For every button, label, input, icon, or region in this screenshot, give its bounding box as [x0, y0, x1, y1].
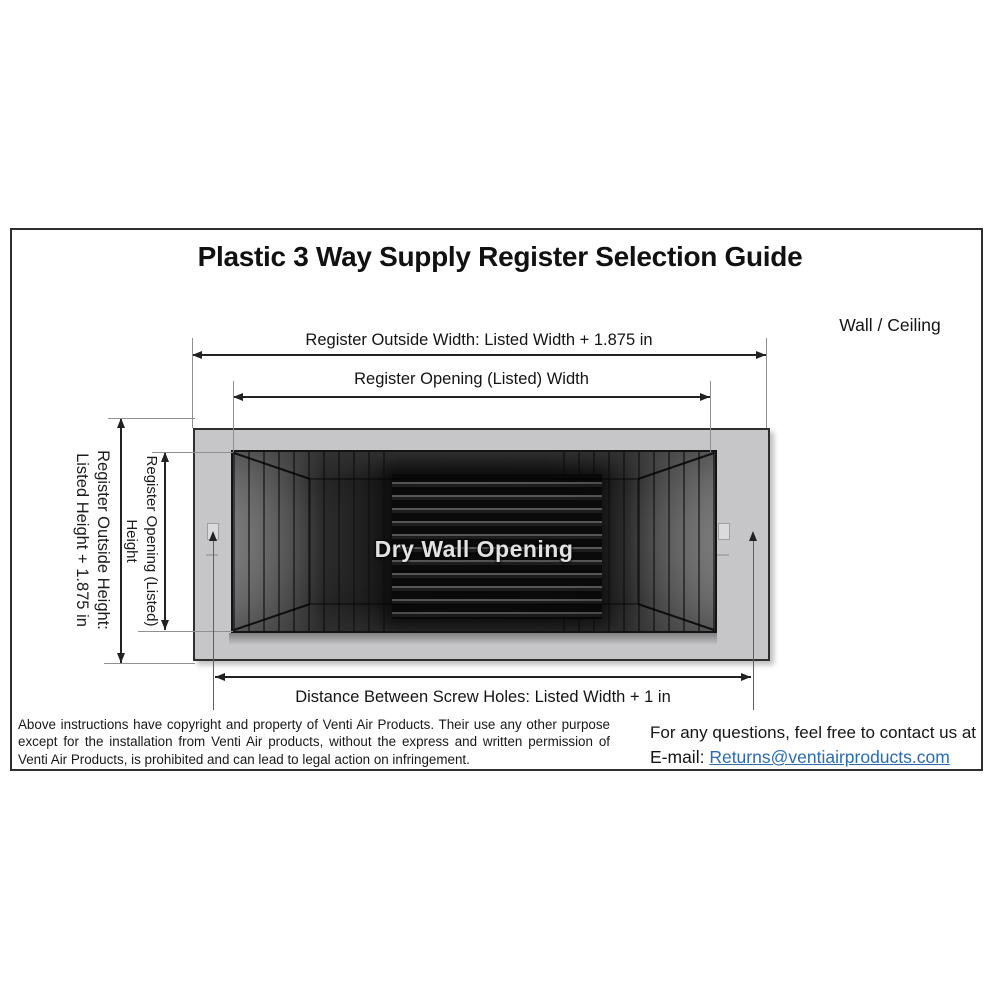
- extension-line: [766, 338, 767, 428]
- arrow-left-icon: [215, 673, 225, 681]
- opening-height-dim-line: [164, 452, 166, 630]
- extension-line: [233, 381, 234, 452]
- copyright-text: Above instructions have copyright and pr…: [18, 716, 610, 768]
- duct-left-wall: [233, 452, 398, 631]
- arrow-right-icon: [700, 393, 710, 401]
- outside-width-label: Register Outside Width: Listed Width + 1…: [305, 331, 653, 349]
- copyright-line: except for the installation from Venti A…: [18, 734, 610, 750]
- outside-height-label: Register Outside Height: Listed Height +…: [73, 450, 112, 630]
- extension-line: [138, 631, 233, 632]
- opening-width-dim-line: [233, 396, 710, 398]
- copyright-line: Venti Air Products, is prohibited and ca…: [18, 751, 470, 767]
- contact-email-row: E-mail: Returns@ventiairproducts.com: [650, 747, 985, 768]
- screw-slot-right: [718, 523, 730, 540]
- outside-width-dim-line: [192, 354, 766, 356]
- email-link[interactable]: Returns@ventiairproducts.com: [709, 747, 950, 767]
- screw-holes-label: Distance Between Screw Holes: Listed Wid…: [295, 688, 671, 706]
- screw-dash-left: [206, 554, 218, 556]
- arrow-up-icon: [161, 452, 169, 462]
- arrow-up-icon: [209, 531, 217, 541]
- arrow-right-icon: [741, 673, 751, 681]
- duct-louvers: [392, 474, 602, 619]
- screw-holes-dim-line: [215, 676, 751, 678]
- extension-line: [152, 452, 233, 453]
- extension-line: [108, 418, 195, 419]
- extension-line: [104, 663, 195, 664]
- screw-dash-right: [717, 554, 729, 556]
- outside-height-dim-line: [120, 418, 122, 663]
- page-title: Plastic 3 Way Supply Register Selection …: [197, 241, 803, 272]
- arrow-down-icon: [117, 653, 125, 663]
- arrow-up-icon: [749, 531, 757, 541]
- email-label: E-mail:: [650, 747, 705, 767]
- duct-vignette: [233, 452, 715, 631]
- wall-ceiling-label: Wall / Ceiling: [839, 315, 941, 335]
- contact-text: For any questions, feel free to contact …: [650, 723, 977, 742]
- opening-width-label: Register Opening (Listed) Width: [354, 370, 589, 388]
- extension-line: [192, 338, 193, 428]
- opening-height-label: Register Opening (Listed) Height: [123, 455, 160, 627]
- arrow-left-icon: [192, 351, 202, 359]
- arrow-up-icon: [117, 418, 125, 428]
- screw-extension-line-left: [213, 540, 214, 710]
- arrow-down-icon: [161, 620, 169, 630]
- drywall-opening-graphic: Dry Wall Opening: [231, 450, 717, 633]
- arrow-left-icon: [233, 393, 243, 401]
- duct-perspective-lines: [233, 452, 715, 631]
- screw-extension-line-right: [753, 540, 754, 710]
- drywall-opening-label: Dry Wall Opening: [374, 536, 574, 562]
- extension-line: [710, 381, 711, 452]
- arrow-right-icon: [756, 351, 766, 359]
- copyright-line: Above instructions have copyright and pr…: [18, 717, 610, 732]
- opening-drop-shadow: [229, 633, 717, 645]
